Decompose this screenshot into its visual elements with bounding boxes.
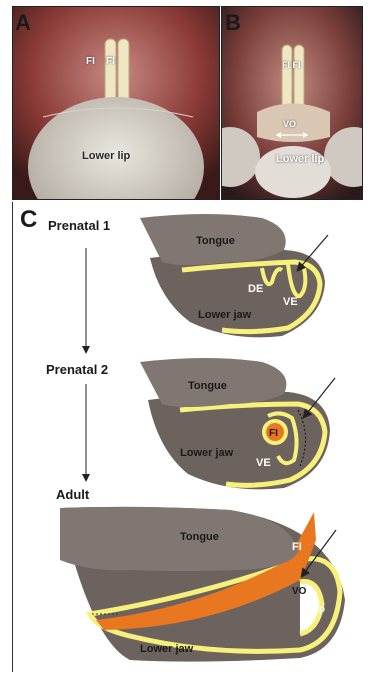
diagram-prenatal-2: Tongue FI Lower jaw VE bbox=[140, 358, 335, 489]
label-lip-3: Lip bbox=[310, 604, 325, 615]
label-ve-1: VE bbox=[283, 296, 298, 308]
label-de-1: DE bbox=[248, 283, 263, 295]
label-fi-3: FI bbox=[292, 541, 302, 553]
label-jaw-3: Lower jaw bbox=[140, 643, 194, 655]
label-tongue-2: Tongue bbox=[188, 380, 227, 392]
label-fi-2: FI bbox=[269, 428, 278, 439]
label-ve-2: VE bbox=[256, 457, 271, 469]
diagram-prenatal-1: Tongue DE VE Lower jaw bbox=[140, 214, 328, 337]
label-jaw-2: Lower jaw bbox=[180, 447, 234, 459]
tongue-shape-3 bbox=[60, 507, 298, 571]
label-tongue-3: Tongue bbox=[180, 531, 219, 543]
diagram-adult: Tongue FI VO Lip Lower jaw bbox=[60, 507, 345, 662]
label-jaw-1: Lower jaw bbox=[198, 309, 252, 321]
label-tongue-1: Tongue bbox=[196, 235, 235, 247]
label-vo-3: VO bbox=[292, 586, 307, 597]
